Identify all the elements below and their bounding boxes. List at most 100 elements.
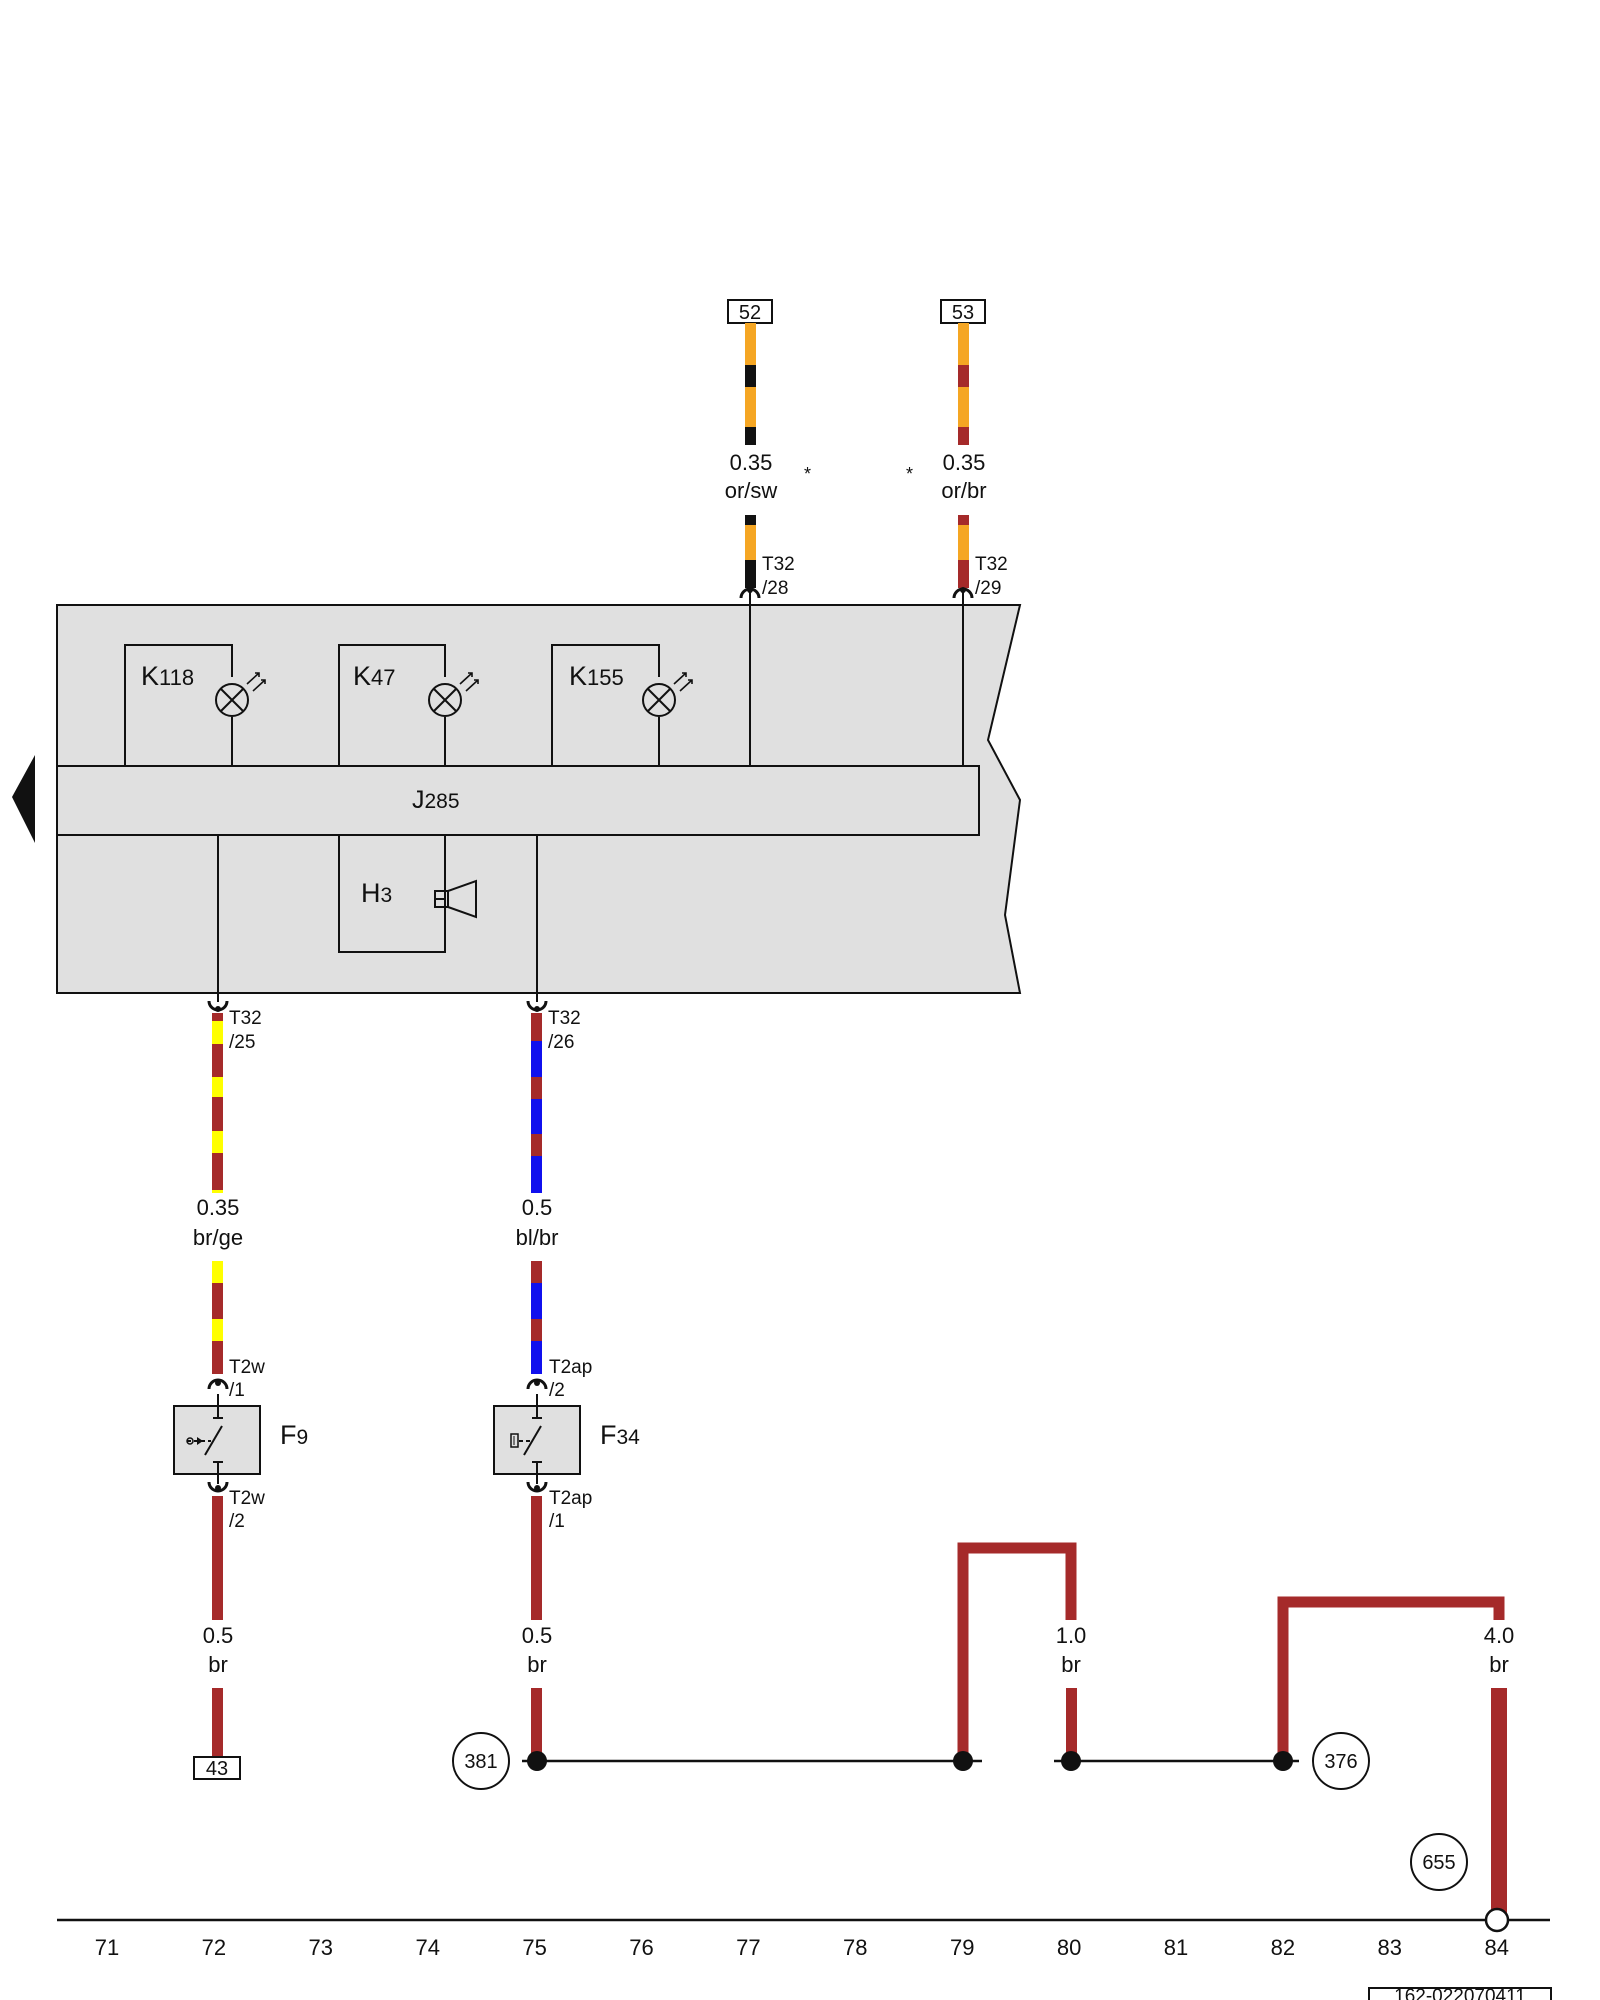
document-id: 162-022070411 (1368, 1986, 1552, 2000)
wire-size-label: 0.5 (522, 1623, 553, 1648)
junction-dot (1273, 1751, 1293, 1771)
wire-size-label: 0.5 (203, 1623, 234, 1648)
svg-text:T32: T32 (548, 1008, 581, 1029)
section-number: 71 (95, 1935, 119, 1960)
wire-br-79-80-loop[interactable] (957, 1542, 1077, 1762)
svg-text:/2: /2 (549, 1380, 565, 1401)
wire-size-label: 4.0 (1484, 1623, 1515, 1648)
ref-box-53[interactable]: 53 (940, 299, 986, 324)
svg-text:53: 53 (952, 302, 974, 324)
footnote-mark: * (804, 464, 811, 484)
wire-color-label: br/ge (193, 1225, 243, 1250)
svg-text:376: 376 (1324, 1751, 1357, 1773)
section-number: 75 (522, 1935, 546, 1960)
warning-lamp-icon (215, 672, 266, 717)
wire-size-label: 0.35 (943, 450, 986, 475)
wire-color-label: br (1489, 1652, 1509, 1677)
svg-text:F34: F34 (600, 1420, 640, 1450)
wire-size-label: 0.35 (730, 450, 773, 475)
section-number: 78 (843, 1935, 867, 1960)
wire-br-82-84-loop[interactable] (1277, 1596, 1507, 1920)
svg-text:381: 381 (464, 1751, 497, 1773)
section-number: 81 (1164, 1935, 1188, 1960)
wire-size-label: 0.5 (522, 1195, 553, 1220)
connector-t32-29[interactable]: T32 /29 (952, 554, 1008, 599)
svg-text:T2w: T2w (229, 1357, 265, 1378)
wire-br-75[interactable] (531, 1496, 542, 1762)
junction-dot (527, 1751, 547, 1771)
connector-t32-28[interactable]: T32 /28 (739, 554, 795, 599)
fluid-level-switch-icon (510, 1394, 542, 1484)
connector-t2w-1[interactable]: T2w /1 (207, 1357, 265, 1401)
wire-color-label: br (527, 1652, 547, 1677)
svg-text:/28: /28 (762, 578, 788, 599)
junction-dot (1061, 1751, 1081, 1771)
wire-color-label: br (208, 1652, 228, 1677)
wire-br-ge[interactable] (212, 1013, 223, 1374)
svg-text:655: 655 (1422, 1852, 1455, 1874)
buzzer-icon (434, 879, 477, 919)
section-number: 84 (1484, 1935, 1508, 1960)
svg-text:F9: F9 (280, 1420, 308, 1450)
switch-f34[interactable]: F34 (493, 1405, 640, 1475)
connector-t2ap-2[interactable]: T2ap /2 (526, 1357, 592, 1401)
svg-text:T32: T32 (975, 554, 1008, 575)
section-number: 83 (1378, 1935, 1402, 1960)
wire-br-72[interactable] (212, 1496, 223, 1758)
svg-text:52: 52 (739, 302, 761, 324)
wire-color-label: or/br (941, 478, 986, 503)
continuation-arrow-icon[interactable] (12, 755, 35, 843)
wire-or-br[interactable] (958, 323, 969, 588)
component-k118[interactable]: K118 (124, 644, 233, 766)
ground-point-376[interactable]: 376 (1312, 1732, 1370, 1790)
connector-t32-25[interactable]: T32 /25 (207, 1000, 262, 1053)
wire-color-label: bl/br (516, 1225, 559, 1250)
wire-color-label: or/sw (725, 478, 778, 503)
connector-t2w-2[interactable]: T2w /2 (207, 1481, 265, 1532)
svg-text:/2: /2 (229, 1511, 245, 1532)
section-number: 79 (950, 1935, 974, 1960)
brake-switch-icon (186, 1394, 223, 1484)
svg-text:162-022070411: 162-022070411 (1394, 1986, 1526, 2000)
footnote-mark: * (906, 464, 913, 484)
ref-box-43[interactable]: 43 (193, 1756, 241, 1780)
section-number: 80 (1057, 1935, 1081, 1960)
svg-text:K118: K118 (141, 661, 194, 691)
ground-point-381[interactable]: 381 (452, 1732, 510, 1790)
component-k155[interactable]: K155 (551, 644, 660, 766)
wire-size-label: 1.0 (1056, 1623, 1087, 1648)
section-number: 76 (629, 1935, 653, 1960)
svg-text:/29: /29 (975, 578, 1001, 599)
junction-dot (953, 1751, 973, 1771)
section-number: 73 (309, 1935, 333, 1960)
component-h3[interactable]: H3 (338, 835, 446, 953)
ref-box-52[interactable]: 52 (727, 299, 773, 324)
svg-text:/1: /1 (229, 1380, 245, 1401)
connector-t2ap-1[interactable]: T2ap /1 (526, 1481, 592, 1532)
wire-color-label: br (1061, 1652, 1081, 1677)
section-number: 77 (736, 1935, 760, 1960)
svg-text:T32: T32 (229, 1008, 262, 1029)
wire-or-sw[interactable] (745, 323, 756, 588)
svg-text:J285: J285 (412, 786, 460, 814)
component-j285[interactable]: J285 (56, 765, 980, 836)
svg-text:T2ap: T2ap (549, 1488, 592, 1509)
svg-text:/25: /25 (229, 1032, 255, 1053)
svg-text:H3: H3 (361, 878, 392, 908)
wire-bl-br[interactable] (531, 1013, 542, 1374)
svg-text:T2ap: T2ap (549, 1357, 592, 1378)
section-number: 72 (202, 1935, 226, 1960)
svg-text:K155: K155 (569, 661, 624, 691)
svg-text:K47: K47 (353, 661, 396, 691)
svg-text:/1: /1 (549, 1511, 565, 1532)
connector-t32-26[interactable]: T32 /26 (526, 1000, 581, 1053)
section-number: 82 (1271, 1935, 1295, 1960)
svg-text:43: 43 (206, 1758, 228, 1780)
section-number: 74 (415, 1935, 439, 1960)
component-k47[interactable]: K47 (338, 644, 446, 766)
svg-text:/26: /26 (548, 1032, 574, 1053)
warning-lamp-icon (642, 672, 693, 717)
ground-point-655[interactable]: 655 (1410, 1833, 1468, 1891)
warning-lamp-icon (428, 672, 479, 717)
